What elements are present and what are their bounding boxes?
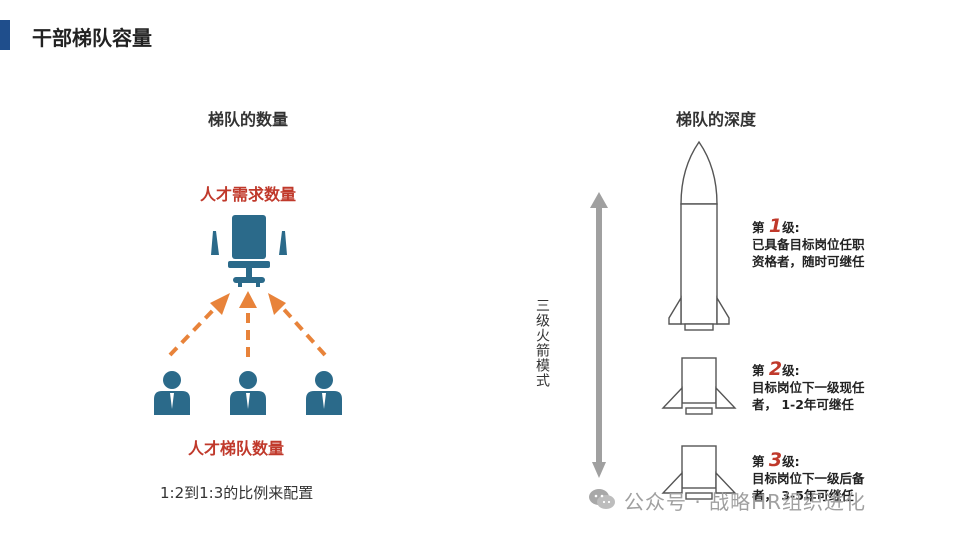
level-suffix: 级: — [782, 363, 800, 378]
ladder-diagram — [154, 215, 342, 415]
level-desc: 已具备目标岗位任职 — [752, 237, 865, 252]
wechat-icon — [589, 489, 615, 509]
page-title: 干部梯队容量 — [32, 26, 152, 50]
three-stage-rocket-label: 三级火箭模式 — [534, 298, 550, 388]
level-desc: 资格者，随时可继任 — [752, 254, 865, 269]
demand-label: 人才需求数量 — [200, 185, 297, 204]
right-section-heading: 梯队的深度 — [676, 110, 757, 129]
person-icon — [306, 371, 342, 415]
office-chair-icon — [211, 215, 287, 287]
ladder-label: 人才梯队数量 — [188, 439, 285, 458]
title-accent-bar — [0, 20, 10, 50]
level-prefix: 第 — [752, 454, 769, 469]
ratio-text: 1:2到1:3的比例来配置 — [160, 484, 314, 502]
level-desc: 目标岗位下一级后备 — [752, 471, 865, 486]
watermark-text: 公众号 · 战略HR组织进化 — [624, 490, 867, 514]
level-desc: 目标岗位下一级现任 — [752, 380, 865, 395]
level-number: 3 — [768, 449, 783, 471]
level-number: 2 — [768, 358, 783, 380]
person-icon — [154, 371, 190, 415]
rocket-level-3: 第 3级: 目标岗位下一级后备 者， 3-5年可继任 — [752, 449, 865, 504]
dashed-arrows — [168, 303, 327, 357]
level-desc: 者， 1-2年可继任 — [752, 397, 854, 412]
rocket-level-2: 第 2级: 目标岗位下一级现任 者， 1-2年可继任 — [752, 358, 865, 413]
level-desc: 者， 3-5年可继任 — [752, 488, 854, 503]
level-suffix: 级: — [782, 220, 800, 235]
level-number: 1 — [768, 215, 783, 237]
left-section-heading: 梯队的数量 — [208, 110, 289, 129]
rocket-diagram — [661, 140, 737, 500]
level-prefix: 第 — [752, 363, 769, 378]
level-suffix: 级: — [782, 454, 800, 469]
rocket-level-1: 第 1级: 已具备目标岗位任职 资格者，随时可继任 — [752, 215, 865, 270]
depth-axis-arrow — [590, 192, 608, 478]
level-prefix: 第 — [752, 220, 769, 235]
person-icon — [230, 371, 266, 415]
